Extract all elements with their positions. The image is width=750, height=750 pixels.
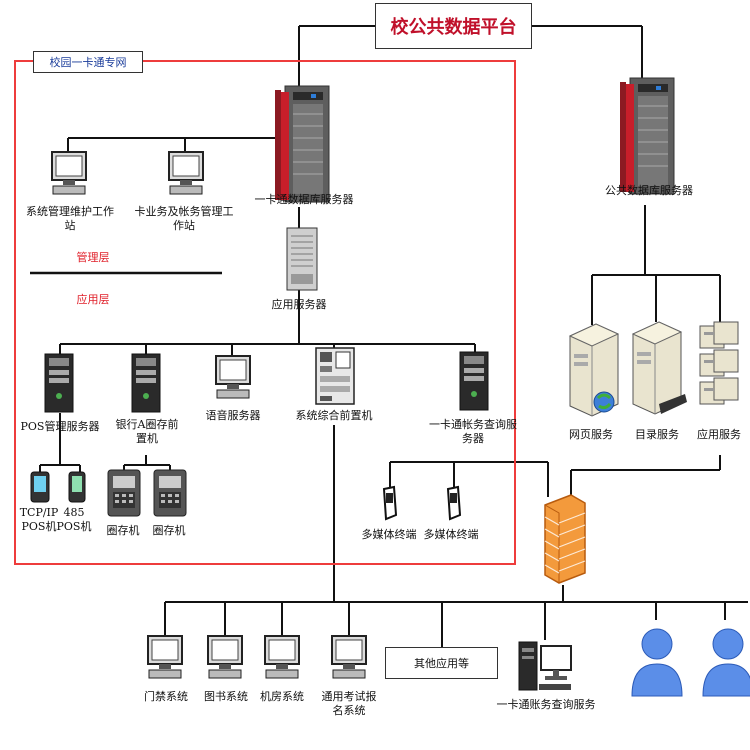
desktop-computer-icon [331, 635, 367, 679]
exam-system-label: 通用考试报名系统 [321, 690, 377, 717]
card-biz-ws-label: 卡业务及帐务管理工作站 [134, 205, 234, 232]
pos-485-label: 485 POS机 [56, 506, 92, 533]
app-server-cluster-icon [699, 321, 739, 405]
bank-a-label: 银行A圈存前置机 [115, 418, 179, 445]
web-service-label: 网页服务 [569, 428, 613, 441]
multimedia-1-label: 多媒体终端 [361, 528, 417, 541]
card-query-server-label: 一卡通帐务查询服务器 [429, 418, 517, 445]
public-db-server-label: 公共数据库服务器 [605, 184, 693, 197]
directory-server-icon [631, 321, 687, 415]
web-server-icon [568, 323, 620, 417]
library-label: 图书系统 [204, 690, 248, 703]
desktop-computer-icon [264, 635, 300, 679]
card-query-service-label: 一卡通账务查询服务 [496, 698, 596, 711]
application-layer-label: 应用层 [76, 293, 110, 306]
voice-server-label: 语音服务器 [205, 409, 261, 422]
query-service-computer-icon [518, 641, 572, 691]
management-layer-label: 管理层 [76, 251, 110, 264]
tcpip-pos-label: TCP/IP POS机 [19, 506, 59, 533]
application-server-icon [286, 227, 318, 291]
other-apps-box: 其他应用等 [385, 647, 498, 679]
handheld-pos-icon [30, 471, 50, 503]
desktop-computer-icon [147, 635, 183, 679]
desktop-computer-icon [51, 151, 87, 195]
multimedia-terminal-icon [382, 485, 398, 521]
pos-server-label: POS管理服务器 [20, 420, 100, 433]
user-icon [631, 628, 683, 697]
desktop-computer-icon [168, 151, 204, 195]
load-machine-1-label: 圈存机 [106, 524, 140, 537]
handheld-pos-icon [68, 471, 86, 503]
brick-firewall-icon [544, 494, 586, 584]
desktop-computer-icon [207, 635, 243, 679]
load-machine-2-label: 圈存机 [152, 524, 186, 537]
access-control-label: 门禁系统 [144, 690, 188, 703]
multimedia-2-label: 多媒体终端 [423, 528, 479, 541]
load-kiosk-icon [107, 469, 141, 517]
directory-service-label: 目录服务 [635, 428, 679, 441]
lab-label: 机房系统 [260, 690, 304, 703]
multimedia-terminal-icon [446, 485, 462, 521]
pos-server-icon [44, 353, 74, 413]
user-icon [702, 628, 750, 697]
card-db-server-icon [275, 85, 330, 203]
bank-front-server-icon [131, 353, 161, 413]
campus-card-network-zone [14, 60, 516, 565]
front-end-label: 系统综合前置机 [295, 409, 373, 422]
app-server-label: 应用服务器 [271, 298, 327, 311]
app-service-label: 应用服务 [697, 428, 741, 441]
load-kiosk-icon [153, 469, 187, 517]
zone-label: 校园一卡通专网 [33, 51, 143, 73]
query-server-icon [459, 351, 489, 411]
card-db-server-label: 一卡通数据库服务器 [254, 193, 354, 206]
desktop-computer-icon [215, 355, 251, 399]
front-end-server-icon [315, 347, 355, 405]
public-db-server-icon [620, 77, 675, 195]
platform-title: 校公共数据平台 [375, 3, 532, 49]
sys-maint-ws-label: 系统管理维护工作站 [26, 205, 114, 232]
